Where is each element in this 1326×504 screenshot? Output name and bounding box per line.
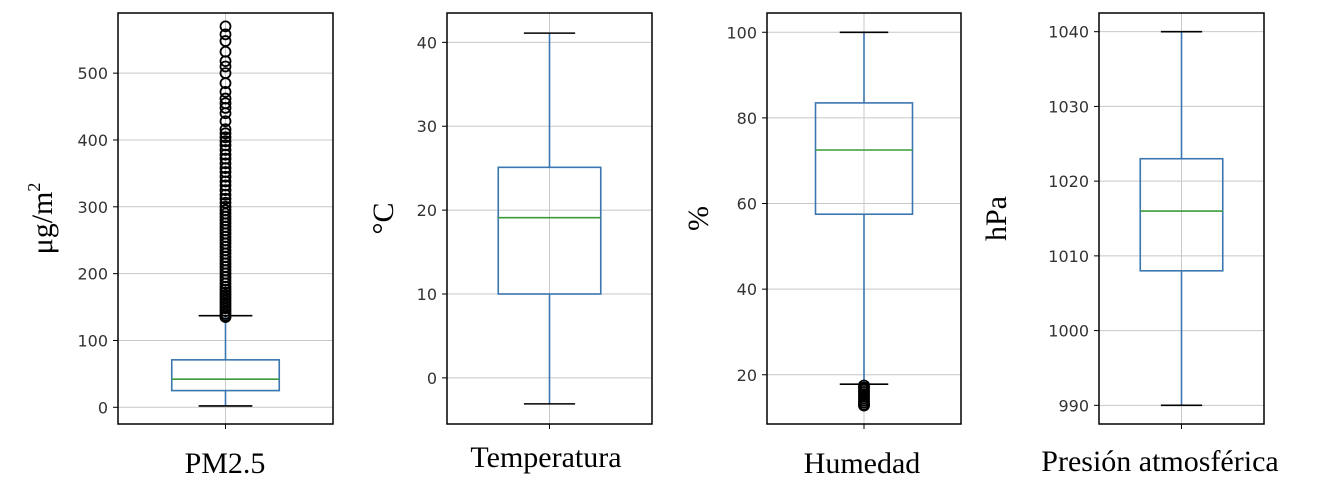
panel1-outlier-point: [219, 196, 232, 209]
panel3-axes-frame: [766, 12, 962, 425]
panel4-y-tick-label: 1030: [1048, 97, 1089, 116]
panel2-axes-frame: [446, 12, 653, 425]
panel1-outlier-point: [219, 92, 232, 105]
panel1-outlier-point: [219, 131, 232, 144]
panel3-y-tick-label: 20: [737, 366, 757, 385]
panel1-outlier-point: [219, 152, 232, 165]
panel1-outlier-point: [219, 35, 232, 47]
panel1-outlier-point: [219, 157, 232, 170]
panel3-y-axis-label-text: %: [682, 206, 715, 231]
panel1-outlier-point: [219, 200, 232, 213]
panel1-y-tick-label: 200: [77, 265, 108, 284]
panel1-outlier-point: [219, 85, 232, 98]
panel1-outlier-point: [219, 28, 232, 41]
panel4-x-axis-label: Presión atmosférica: [1041, 445, 1278, 478]
panel1-y-axis-label: μg/m2: [24, 183, 59, 255]
panel4-y-tick-label: 1000: [1048, 322, 1089, 341]
panel2-x-axis-label: Temperatura: [470, 441, 621, 474]
panel1-outlier-point: [219, 97, 232, 110]
panel1-outlier-point: [219, 179, 232, 192]
panel3-x-axis-label: Humedad: [804, 447, 921, 480]
panel1-y-tick-label: 300: [77, 198, 108, 217]
panel1-y-tick-label: 400: [77, 131, 108, 150]
panel2-y-axis-label-text: °C: [367, 202, 400, 234]
panel1-outlier-point: [219, 135, 232, 148]
panel1-outlier-point: [219, 123, 232, 136]
panel1-outlier-point: [219, 204, 232, 217]
panel3-y-tick-label: 40: [737, 280, 757, 299]
panel1-y-tick-label: 100: [77, 331, 108, 350]
panel3-outlier-point: [858, 399, 870, 412]
panel3-y-tick-label: 80: [737, 109, 757, 128]
panel4-y-tick-label: 1040: [1048, 23, 1089, 42]
panel4-box: [1139, 157, 1224, 272]
panel1-outlier-point: [219, 170, 232, 183]
panel1-outlier-point: [219, 192, 232, 205]
panel1-outlier-point: [219, 67, 232, 80]
panel3-y-tick-label: 100: [726, 23, 757, 42]
panel1-axes-frame: [117, 12, 334, 425]
panel2-box: [497, 166, 602, 295]
panel1-outlier-point: [219, 166, 232, 178]
panel2-y-tick-label: 30: [417, 117, 437, 136]
panel4-axes-frame: [1098, 12, 1265, 425]
panel1-outlier-point: [219, 20, 232, 33]
panel2-y-tick-label: 10: [417, 285, 437, 304]
panel1-outlier-point: [219, 115, 232, 128]
panel3-y-tick-label: 60: [737, 195, 757, 214]
panel1-box: [170, 359, 281, 392]
panel1-y-tick-label: 0: [98, 398, 108, 417]
panel4-y-tick-label: 1020: [1048, 172, 1089, 191]
panel3-box: [814, 102, 914, 216]
panel3-y-axis-label: %: [682, 206, 715, 231]
panel2-y-tick-label: 0: [427, 369, 437, 388]
panel4-y-tick-label: 990: [1058, 396, 1089, 415]
panel4-y-axis-label: hPa: [980, 196, 1013, 241]
panel2-y-tick-label: 20: [417, 201, 437, 220]
panel1-outlier-point: [219, 184, 232, 196]
panel2-y-axis-label: °C: [367, 202, 400, 234]
panel4-y-axis-label-text: hPa: [980, 196, 1013, 241]
panel1-outlier-point: [219, 60, 232, 73]
panel1-outlier-point: [219, 139, 232, 152]
panel4-y-tick-label: 1010: [1048, 247, 1089, 266]
panel1-outlier-point: [219, 127, 232, 140]
panel1-outlier-point: [219, 144, 232, 156]
panel2-y-tick-label: 40: [417, 33, 437, 52]
panel1-y-tick-label: 500: [77, 64, 108, 83]
panel1-x-axis-label: PM2.5: [185, 447, 266, 480]
panel1-y-axis-label-superscript: 2: [24, 183, 44, 192]
panel1-y-axis-label-text: μg/m: [26, 192, 59, 255]
